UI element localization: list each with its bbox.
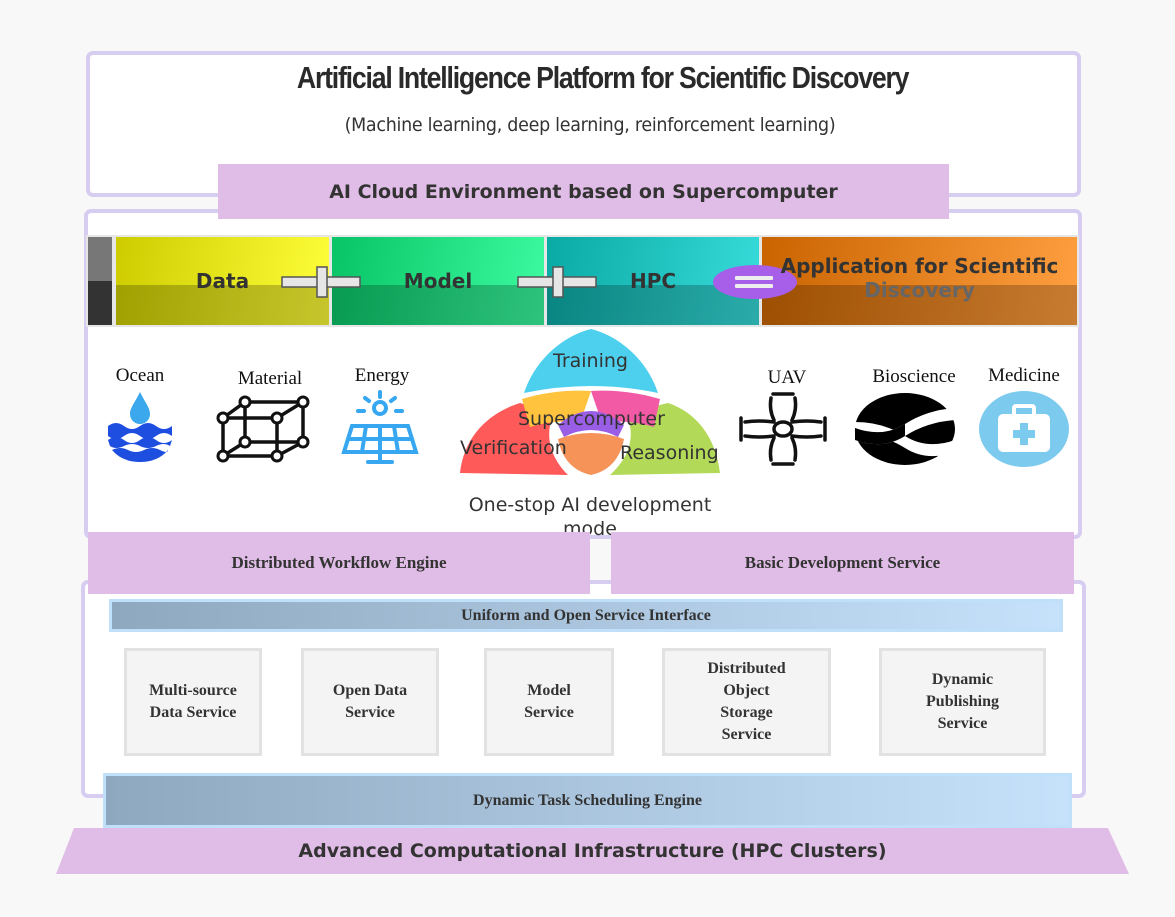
formula-result: Application for Scientific Discovery <box>762 237 1077 325</box>
formula-result-line2: Discovery <box>864 278 975 302</box>
formula-term-label: HPC <box>629 269 677 293</box>
service-box-multi-source-data: Multi-source Data Service <box>124 648 262 756</box>
infrastructure-base: Advanced Computational Infrastructure (H… <box>56 828 1129 874</box>
venn-label-supercomputer: Supercomputer <box>518 408 665 430</box>
basic-development-label: Basic Development Service <box>744 553 941 572</box>
medical-kit-icon <box>979 391 1069 467</box>
venn-training-circle <box>524 329 658 393</box>
service-box-label: Distributed Object Storage Service <box>707 660 786 743</box>
material-lattice-icon <box>216 395 310 463</box>
page-subtitle: (Machine learning, deep learning, reinfo… <box>344 114 836 136</box>
dynamic-task-scheduling-engine: Dynamic Task Scheduling Engine <box>103 773 1072 828</box>
venn-diagram <box>460 329 720 475</box>
dna-icon <box>855 393 955 465</box>
service-box-label: Multi-source Data Service <box>149 682 237 721</box>
service-interface-label: Uniform and Open Service Interface <box>461 606 711 624</box>
cloud-environment-label: AI Cloud Environment based on Supercompu… <box>329 180 838 203</box>
page-title: Artificial Intelligence Platform for Sci… <box>296 60 910 95</box>
formula-term-model: Model <box>332 237 544 325</box>
ocean-icon <box>108 392 172 462</box>
formula-term-label: Model <box>403 269 473 293</box>
domain-label-ocean: Ocean <box>115 365 165 386</box>
solar-panel-icon <box>341 390 419 464</box>
formula-term-label: Data <box>195 269 250 293</box>
drone-icon <box>739 392 827 466</box>
service-box-open-data: Open Data Service <box>301 648 439 756</box>
basic-development-service: Basic Development Service <box>611 532 1074 594</box>
formula-left-strip <box>88 237 112 325</box>
plus-icon <box>517 266 597 298</box>
formula-row: Data Model HPC Application for Scientifi… <box>86 235 1079 327</box>
domain-label-material: Material <box>237 368 303 389</box>
service-box-model: Model Service <box>484 648 614 756</box>
service-box-label: Open Data Service <box>332 682 408 721</box>
venn-label-reasoning: Reasoning <box>620 442 719 464</box>
service-box-label: Dynamic Publishing Service <box>926 671 999 732</box>
cloud-environment-bar: AI Cloud Environment based on Supercompu… <box>218 164 949 219</box>
venn-center <box>558 411 624 437</box>
scheduler-label: Dynamic Task Scheduling Engine <box>473 791 702 809</box>
venn-label-training: Training <box>553 350 628 372</box>
service-box-label: Model Service <box>524 682 574 721</box>
uniform-service-interface: Uniform and Open Service Interface <box>109 599 1063 632</box>
service-box-dynamic-publishing: Dynamic Publishing Service <box>879 648 1046 756</box>
formula-result-line1: Application for Scientific <box>780 254 1059 278</box>
service-box-distributed-object-storage: Distributed Object Storage Service <box>662 648 831 756</box>
equals-icon <box>713 265 797 299</box>
domain-label-uav: UAV <box>767 367 807 388</box>
domain-label-medicine: Medicine <box>988 365 1060 386</box>
distributed-workflow-engine: Distributed Workflow Engine <box>88 532 590 594</box>
plus-icon <box>281 266 361 298</box>
domain-label-bioscience: Bioscience <box>872 366 956 387</box>
infrastructure-trapezoid <box>56 828 1129 874</box>
venn-label-verification: Verification <box>460 437 567 459</box>
workflow-engine-label: Distributed Workflow Engine <box>231 553 447 572</box>
infrastructure-label: Advanced Computational Infrastructure (H… <box>298 840 887 862</box>
domain-label-energy: Energy <box>354 365 410 386</box>
